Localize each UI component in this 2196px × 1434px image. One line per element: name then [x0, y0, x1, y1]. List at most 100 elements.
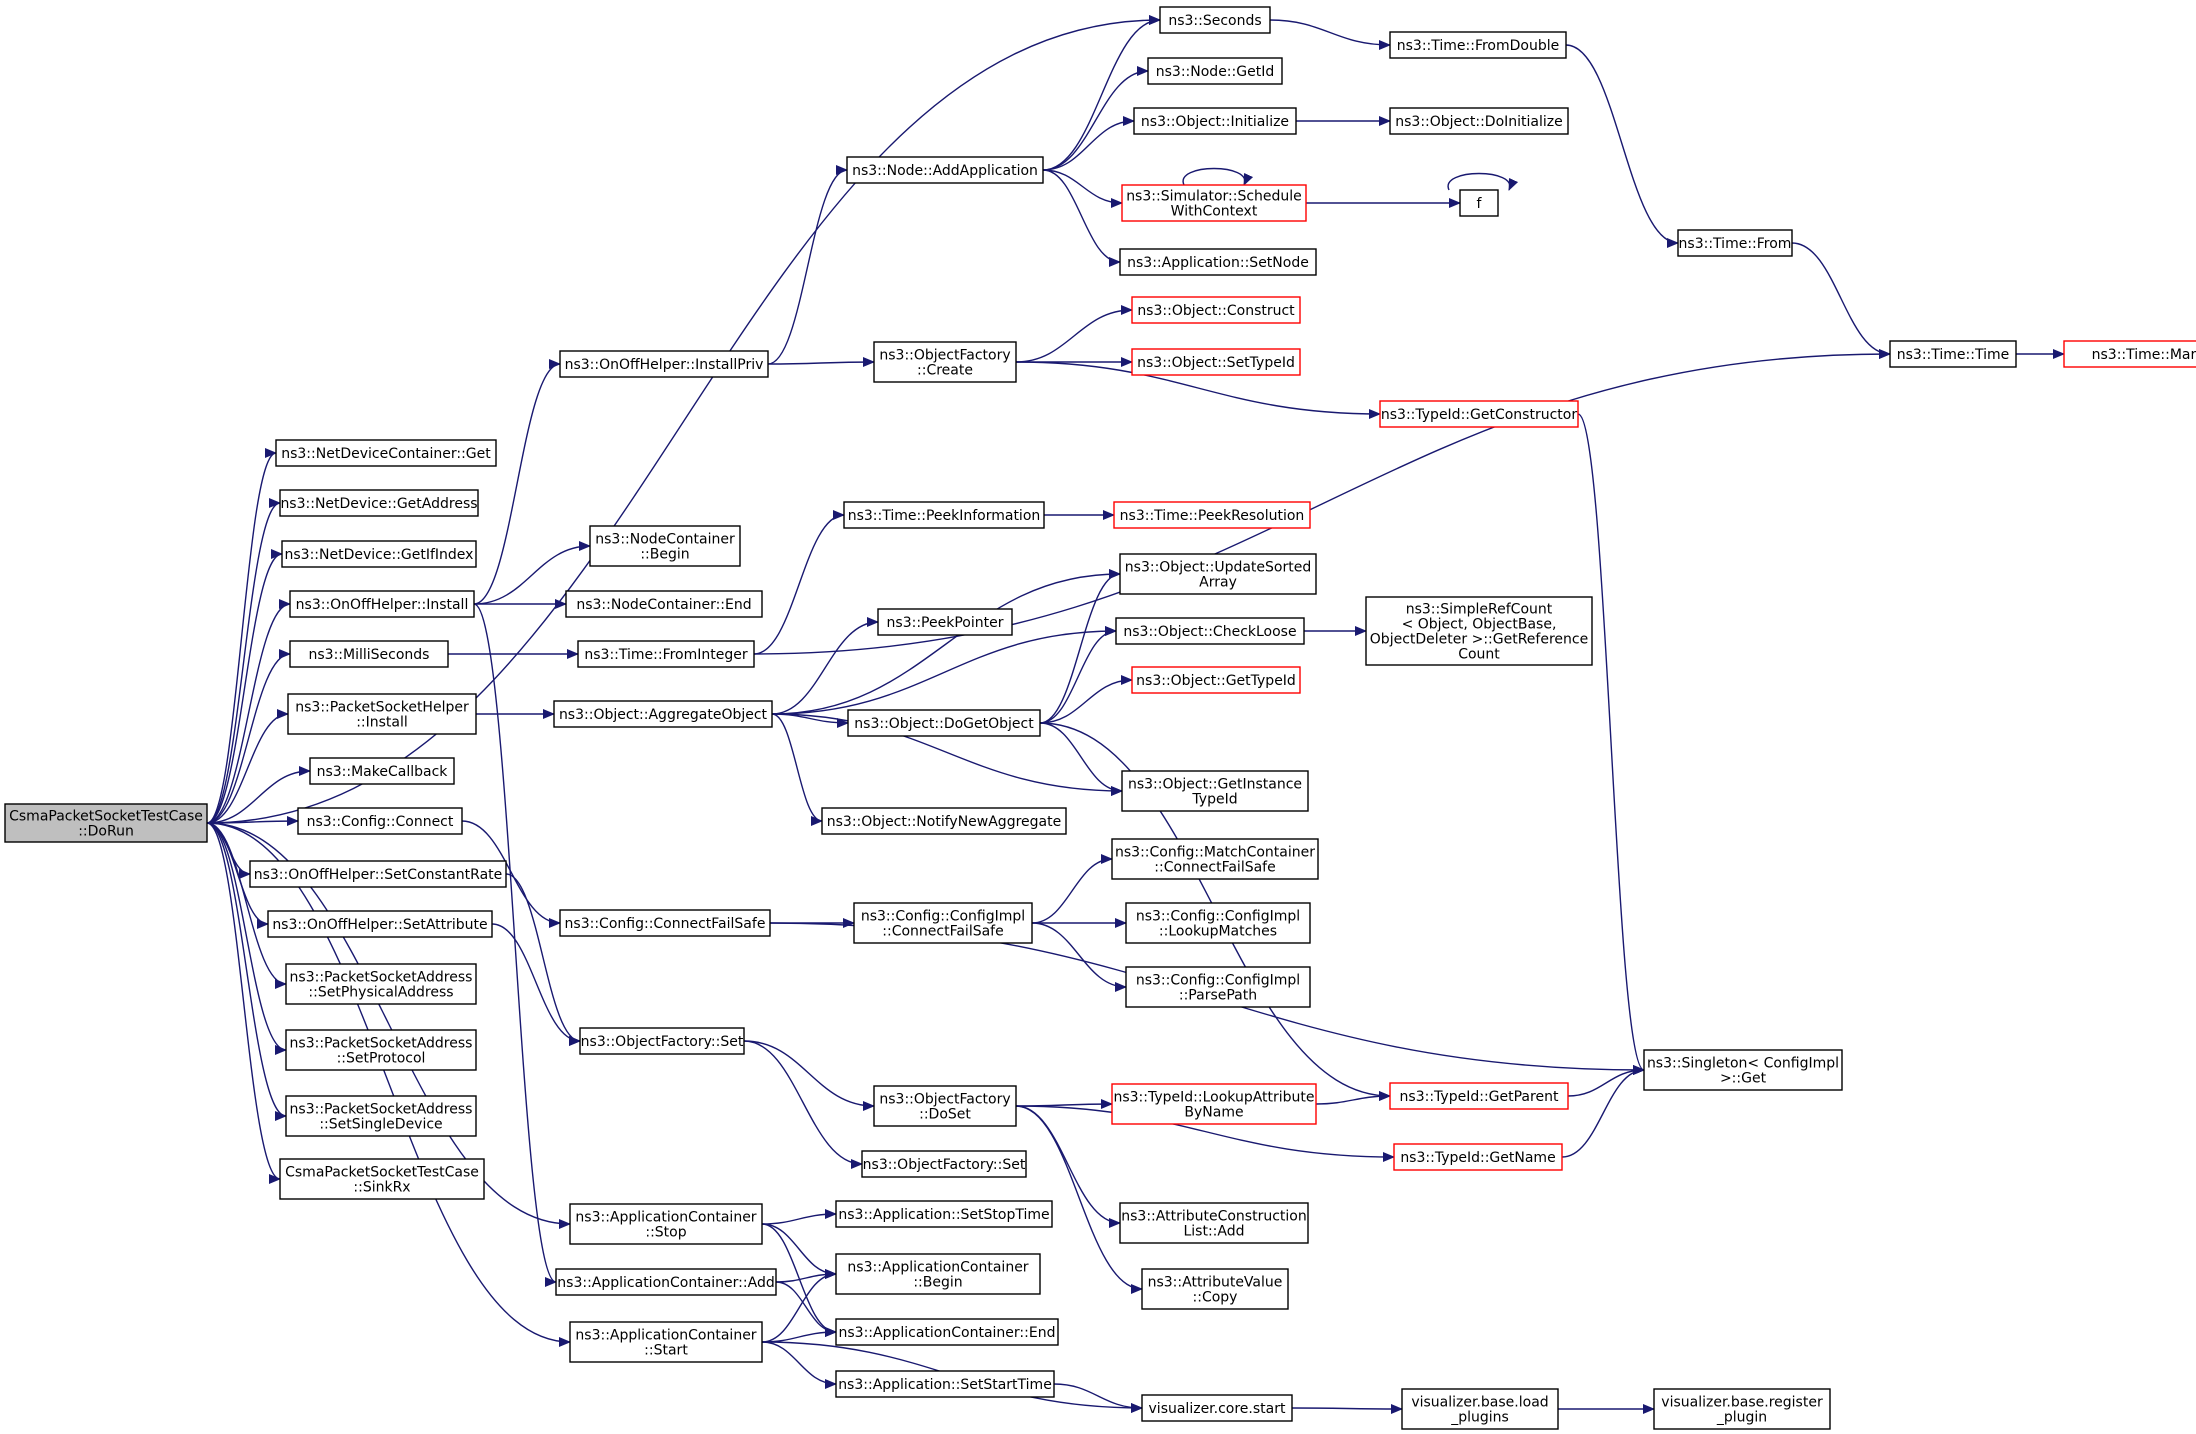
node-config-connect[interactable]: ns3::Config::Connect	[297, 807, 463, 835]
node-ac-add[interactable]: ns3::ApplicationContainer::Add	[555, 1268, 777, 1296]
node-set-protocol[interactable]: ns3::PacketSocketAddress::SetProtocol	[285, 1029, 477, 1071]
node-check-loose[interactable]: ns3::Object::CheckLoose	[1115, 617, 1305, 645]
node-get-constructor[interactable]: ns3::TypeId::GetConstructor	[1379, 400, 1579, 428]
node-ac-begin[interactable]: ns3::ApplicationContainer::Begin	[835, 1253, 1041, 1295]
edge-impl-connect-fail-safe-to-parse-path	[1031, 922, 1127, 992]
node-add-application[interactable]: ns3::Node::AddApplication	[846, 156, 1044, 184]
node-onoff-set-attribute[interactable]: ns3::OnOffHelper::SetAttribute	[267, 910, 493, 938]
node-peek-res[interactable]: ns3::Time::PeekResolution	[1113, 501, 1311, 529]
node-of-set[interactable]: ns3::ObjectFactory::Set	[579, 1027, 745, 1055]
node-ac-start[interactable]: ns3::ApplicationContainer::Start	[569, 1321, 763, 1363]
node-label: ns3::NodeContainer	[595, 532, 735, 548]
node-box	[1111, 1083, 1317, 1125]
node-nd-get-address[interactable]: ns3::NetDevice::GetAddress	[279, 489, 479, 517]
node-nc-begin[interactable]: ns3::NodeContainer::Begin	[589, 525, 741, 567]
node-do-get-object[interactable]: ns3::Object::DoGetObject	[847, 709, 1041, 737]
node-ndc-get[interactable]: ns3::NetDeviceContainer::Get	[275, 439, 497, 467]
edge-add-application-to-sim-schedule	[1042, 169, 1123, 208]
edge-root-to-set-protocol	[206, 822, 287, 1055]
node-label: ::ConnectFailSafe	[1154, 860, 1275, 876]
node-connect-fail-safe[interactable]: ns3::Config::ConnectFailSafe	[559, 909, 771, 937]
node-of-do-set[interactable]: ns3::ObjectFactory::DoSet	[873, 1085, 1017, 1127]
node-obj-do-initialize[interactable]: ns3::Object::DoInitialize	[1389, 107, 1569, 135]
node-set-start-time[interactable]: ns3::Application::SetStartTime	[835, 1370, 1055, 1398]
edge-arrow	[206, 766, 311, 824]
node-make-callback[interactable]: ns3::MakeCallback	[309, 757, 455, 785]
node-label: WithContext	[1171, 204, 1258, 220]
node-set-physical-address[interactable]: ns3::PacketSocketAddress::SetPhysicalAdd…	[285, 963, 477, 1005]
node-label: ns3::Time::From	[1679, 236, 1792, 252]
node-label: ::Copy	[1193, 1290, 1238, 1306]
node-f[interactable]: f	[1459, 189, 1499, 217]
node-label: ns3::PacketSocketAddress	[290, 1102, 473, 1118]
edge-aggregate-object-to-notify-new-aggregate	[771, 713, 823, 826]
node-of-set2[interactable]: ns3::ObjectFactory::Set	[861, 1150, 1027, 1178]
node-set-constant-rate[interactable]: ns3::OnOffHelper::SetConstantRate	[249, 860, 507, 888]
node-viz-load-plugins[interactable]: visualizer.base.load_plugins	[1401, 1388, 1559, 1430]
node-time-mark[interactable]: ns3::Time::Mark	[2063, 340, 2196, 368]
node-set-single-device[interactable]: ns3::PacketSocketAddress::SetSingleDevic…	[285, 1095, 477, 1137]
node-match-container[interactable]: ns3::Config::MatchContainer::ConnectFail…	[1111, 838, 1319, 880]
edge-arrow	[505, 873, 581, 1046]
node-peek-pointer[interactable]: ns3::PeekPointer	[877, 608, 1013, 636]
node-ac-stop[interactable]: ns3::ApplicationContainer::Stop	[569, 1203, 763, 1245]
node-app-set-node[interactable]: ns3::Application::SetNode	[1119, 248, 1317, 276]
edge-of-create-to-obj-construct	[1015, 305, 1133, 363]
node-from-integer[interactable]: ns3::Time::FromInteger	[577, 640, 755, 668]
node-peek-info[interactable]: ns3::Time::PeekInformation	[843, 501, 1045, 529]
node-label: CsmaPacketSocketTestCase	[285, 1165, 479, 1181]
node-of-create[interactable]: ns3::ObjectFactory::Create	[873, 341, 1017, 383]
node-nc-end[interactable]: ns3::NodeContainer::End	[565, 590, 763, 618]
edge-arrow	[206, 599, 291, 824]
node-impl-connect-fail-safe[interactable]: ns3::Config::ConfigImpl::ConnectFailSafe	[853, 902, 1033, 944]
node-box	[1393, 1143, 1563, 1171]
edge-arrow	[1791, 242, 1891, 359]
node-from-double[interactable]: ns3::Time::FromDouble	[1389, 31, 1567, 59]
edge-arrow	[206, 448, 277, 824]
node-get-ref-count[interactable]: ns3::SimpleRefCount< Object, ObjectBase,…	[1365, 596, 1593, 666]
node-root[interactable]: CsmaPacketSocketTestCase::DoRun	[4, 803, 208, 843]
node-label: ObjectDeleter >::GetReference	[1370, 632, 1588, 648]
edge-arrow	[1031, 922, 1127, 992]
node-box	[835, 1253, 1041, 1295]
edge-aggregate-object-to-update-sorted	[771, 569, 1121, 715]
node-seconds[interactable]: ns3::Seconds	[1159, 6, 1271, 34]
node-obj-set-type-id[interactable]: ns3::Object::SetTypeId	[1131, 348, 1301, 376]
node-set-stop-time[interactable]: ns3::Application::SetStopTime	[835, 1200, 1053, 1228]
node-label: ns3::NetDevice::GetAddress	[280, 496, 477, 512]
node-lookup-matches[interactable]: ns3::Config::ConfigImpl::LookupMatches	[1125, 902, 1311, 944]
node-obj-get-type-id[interactable]: ns3::Object::GetTypeId	[1131, 666, 1301, 694]
node-onoff-install[interactable]: ns3::OnOffHelper::Install	[289, 590, 475, 618]
node-box	[1125, 966, 1311, 1008]
node-ac-end[interactable]: ns3::ApplicationContainer::End	[835, 1318, 1059, 1346]
node-get-parent[interactable]: ns3::TypeId::GetParent	[1389, 1082, 1569, 1110]
node-box	[289, 640, 449, 668]
node-viz-register-plugin[interactable]: visualizer.base.register_plugin	[1653, 1388, 1831, 1430]
node-nd-get-if-index[interactable]: ns3::NetDevice::GetIfIndex	[281, 540, 477, 568]
node-get-name[interactable]: ns3::TypeId::GetName	[1393, 1143, 1563, 1171]
node-node-get-id[interactable]: ns3::Node::GetId	[1147, 57, 1283, 85]
edge-arrow	[473, 603, 557, 1287]
node-notify-new-aggregate[interactable]: ns3::Object::NotifyNewAggregate	[821, 807, 1067, 835]
node-viz-core-start[interactable]: visualizer.core.start	[1141, 1394, 1293, 1422]
node-aggregate-object[interactable]: ns3::Object::AggregateObject	[553, 700, 773, 728]
node-install-priv[interactable]: ns3::OnOffHelper::InstallPriv	[559, 350, 769, 378]
node-box	[1111, 838, 1319, 880]
node-obj-initialize[interactable]: ns3::Object::Initialize	[1133, 107, 1297, 135]
node-attr-value-copy[interactable]: ns3::AttributeValue::Copy	[1141, 1268, 1289, 1310]
node-milli-seconds[interactable]: ns3::MilliSeconds	[289, 640, 449, 668]
node-parse-path[interactable]: ns3::Config::ConfigImpl::ParsePath	[1125, 966, 1311, 1008]
node-singleton-get[interactable]: ns3::Singleton< ConfigImpl >::Get	[1643, 1049, 1843, 1091]
node-label: ns3::TypeId::GetParent	[1400, 1089, 1559, 1105]
node-time-from[interactable]: ns3::Time::From	[1677, 229, 1793, 257]
edge-arrow	[771, 713, 823, 826]
node-psh-install[interactable]: ns3::PacketSocketHelper::Install	[287, 693, 477, 735]
node-sink-rx[interactable]: CsmaPacketSocketTestCase::SinkRx	[279, 1158, 485, 1200]
node-obj-construct[interactable]: ns3::Object::Construct	[1131, 296, 1301, 324]
node-time-time[interactable]: ns3::Time::Time	[1889, 340, 2017, 368]
